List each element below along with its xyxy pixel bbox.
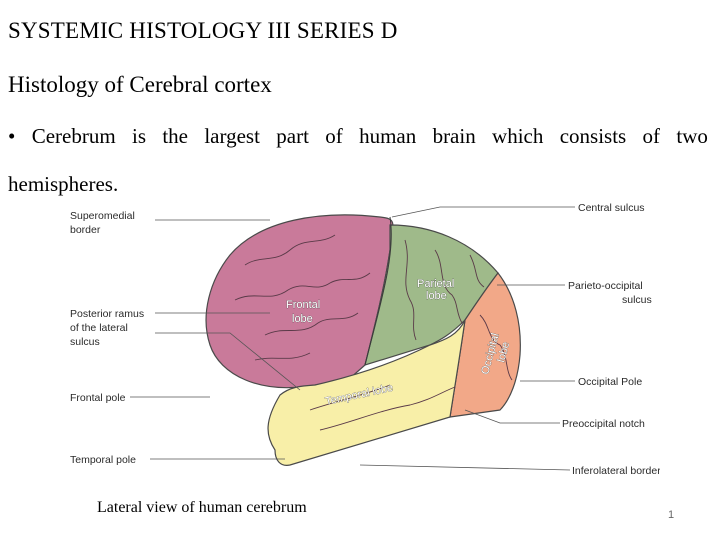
bullet-marker: •: [8, 124, 16, 148]
bullet-word: the: [162, 124, 188, 148]
page-number: 1: [668, 509, 675, 521]
sulci-lines: [234, 234, 513, 431]
label-occipital-pole: Occipital Pole: [578, 376, 642, 388]
bullet-word: part: [276, 124, 309, 148]
bullet-word: two: [676, 124, 708, 148]
bullet-word: which: [492, 124, 544, 148]
bullet-line-1: • Cerebrum is the largest part of human …: [8, 124, 708, 149]
label-posterior-ramus-3: sulcus: [70, 336, 100, 348]
label-preoccipital-notch: Preoccipital notch: [562, 418, 645, 430]
label-posterior-ramus-1: Posterior ramus: [70, 308, 144, 320]
bullet-word: is: [132, 124, 147, 148]
bullet-word: Cerebrum: [31, 124, 116, 148]
label-parieto-occipital-2: sulcus: [622, 294, 652, 306]
label-posterior-ramus-2: of the lateral: [70, 322, 128, 334]
lobe-label-frontal-1: Frontal: [286, 299, 320, 311]
lobe-label-occipital-2: lobe: [495, 341, 512, 364]
lobe-label-parietal-1: Parietal: [417, 278, 454, 290]
brain-diagram: Superomedial border Posterior ramus of t…: [60, 195, 660, 485]
label-frontal-pole: Frontal pole: [70, 392, 126, 404]
label-inferolateral-border: Inferolateral border: [572, 465, 660, 477]
label-parieto-occipital-1: Parieto-occipital: [568, 280, 643, 292]
leader-lines: [130, 206, 575, 471]
label-central-sulcus: Central sulcus: [578, 202, 645, 214]
lobe-label-frontal-2: lobe: [292, 313, 313, 325]
bullet-word: human: [359, 124, 417, 148]
label-superomedial-1: Superomedial: [70, 210, 135, 222]
bullet-word: brain: [432, 124, 476, 148]
label-superomedial-2: border: [70, 224, 101, 236]
brain-diagram-svg: Superomedial border Posterior ramus of t…: [70, 202, 660, 477]
bullet-word: of: [325, 124, 343, 148]
figure-caption: Lateral view of human cerebrum: [97, 499, 307, 516]
lobe-label-parietal-2: lobe: [426, 290, 447, 302]
bullet-word: largest: [204, 124, 260, 148]
slide-subtitle: Histology of Cerebral cortex: [8, 72, 272, 97]
bullet-word: of: [642, 124, 661, 148]
label-temporal-pole: Temporal pole: [70, 454, 136, 466]
central-sulcus-line: [364, 216, 392, 366]
slide-title: SYSTEMIC HISTOLOGY III SERIES D: [8, 18, 398, 43]
bullet-word: consists: [559, 124, 627, 148]
bullet-line-2: hemispheres.: [8, 172, 119, 196]
